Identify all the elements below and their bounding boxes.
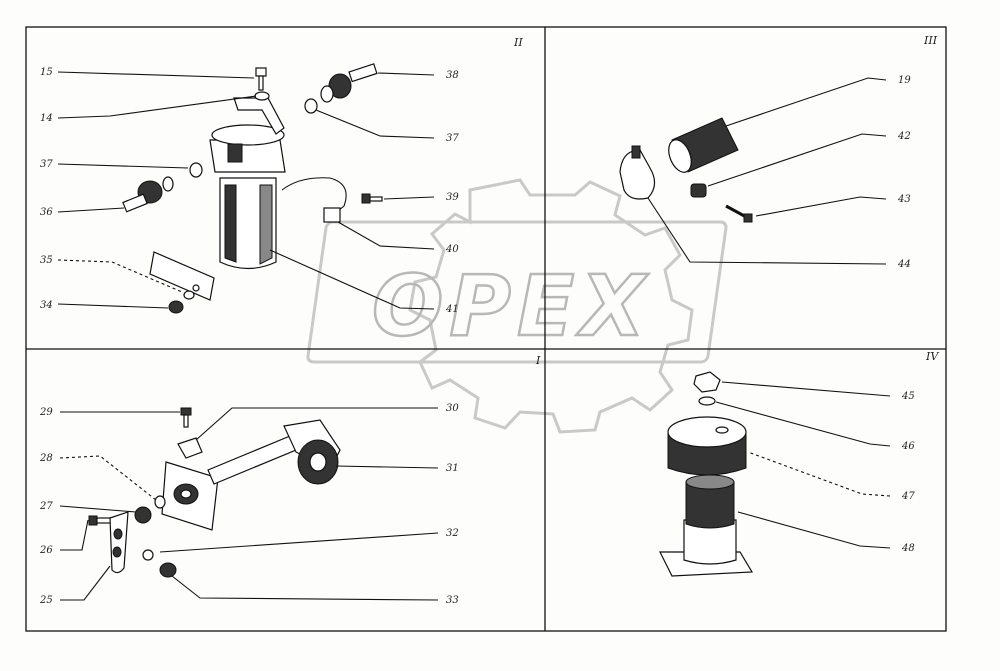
label-34: 34 bbox=[40, 300, 53, 311]
washer-32 bbox=[142, 549, 154, 561]
nut-33 bbox=[159, 562, 177, 578]
element-47 bbox=[667, 416, 747, 476]
outer-frame bbox=[25, 26, 947, 632]
ring-37a bbox=[189, 162, 203, 178]
watermark-text: OPEX bbox=[372, 257, 651, 355]
bolt-26 bbox=[88, 515, 112, 526]
label-31: 31 bbox=[446, 463, 459, 474]
label-29: 29 bbox=[39, 407, 53, 418]
labels-panel-i: 29 28 27 26 25 30 31 32 33 bbox=[39, 403, 459, 606]
filter-bowl-shade bbox=[224, 184, 237, 263]
label-45: 45 bbox=[901, 391, 915, 402]
bracket-30 bbox=[177, 437, 203, 459]
panel-title-bottom-left: I bbox=[535, 354, 541, 367]
plug-42 bbox=[690, 183, 707, 198]
label-36: 36 bbox=[40, 207, 53, 218]
watermark-gear bbox=[408, 178, 694, 434]
washer-46 bbox=[698, 396, 716, 406]
label-47: 47 bbox=[901, 491, 915, 502]
element-48 bbox=[659, 474, 754, 577]
watermark-frame bbox=[306, 220, 728, 364]
fitting-36 bbox=[122, 176, 174, 213]
label-27: 27 bbox=[39, 501, 53, 512]
label-48: 48 bbox=[901, 543, 915, 554]
label-15: 15 bbox=[40, 67, 53, 78]
sleeve-19 bbox=[668, 117, 739, 173]
label-14: 14 bbox=[40, 113, 53, 124]
leaders-panel-iv bbox=[715, 381, 891, 549]
leaders-panel-ii bbox=[57, 71, 435, 310]
labels-panel-iii: 19 42 43 44 bbox=[897, 75, 911, 270]
panel-frames bbox=[25, 26, 947, 632]
label-42: 42 bbox=[897, 131, 911, 142]
leaders-panel-iii bbox=[647, 77, 887, 265]
label-40: 40 bbox=[445, 244, 459, 255]
labels-panel-ii: 15 14 37 36 35 34 38 37 39 40 41 bbox=[40, 67, 459, 315]
label-26: 26 bbox=[39, 545, 53, 556]
strip-hole bbox=[192, 284, 200, 292]
label-46: 46 bbox=[901, 441, 915, 452]
panel-title-bottom-right: IV bbox=[925, 350, 939, 363]
filter-bowl-shade2 bbox=[259, 184, 273, 265]
label-43: 43 bbox=[897, 194, 911, 205]
label-28: 28 bbox=[39, 453, 53, 464]
label-37b: 37 bbox=[446, 133, 459, 144]
screw-29 bbox=[180, 407, 192, 428]
label-32: 32 bbox=[446, 528, 459, 539]
label-25: 25 bbox=[39, 595, 53, 606]
screw-39 bbox=[361, 193, 383, 204]
label-33: 33 bbox=[446, 595, 459, 606]
ring-37b bbox=[304, 98, 318, 114]
washer-14 bbox=[254, 91, 270, 101]
label-35a: 35 bbox=[40, 255, 53, 266]
panel-title-top-left: II bbox=[513, 36, 523, 49]
nut-34 bbox=[168, 300, 184, 314]
nut-27 bbox=[134, 506, 152, 524]
opex-watermark: OPEX bbox=[306, 178, 728, 434]
label-39: 39 bbox=[446, 192, 459, 203]
label-44: 44 bbox=[897, 259, 911, 270]
panel-title-top-right: III bbox=[923, 34, 938, 47]
filter-head-top bbox=[211, 124, 285, 146]
pump-plate bbox=[161, 461, 219, 531]
pipe-clamp bbox=[323, 207, 341, 223]
nut-45 bbox=[693, 371, 721, 393]
bolt-15 bbox=[255, 67, 267, 91]
bracket-strip bbox=[149, 251, 215, 301]
leaders-panel-i bbox=[59, 407, 439, 601]
shaft-31 bbox=[207, 419, 341, 485]
label-37a: 37 bbox=[40, 159, 53, 170]
bolt-43 bbox=[725, 204, 753, 223]
filter-assembly bbox=[149, 97, 347, 301]
label-38: 38 bbox=[446, 70, 459, 81]
filter-head-port bbox=[227, 143, 243, 163]
label-19: 19 bbox=[898, 75, 911, 86]
label-30: 30 bbox=[446, 403, 459, 414]
washer-35 bbox=[183, 290, 195, 300]
labels-panel-iv: 45 46 47 48 bbox=[901, 391, 915, 554]
fitting-38 bbox=[320, 63, 378, 103]
label-41: 41 bbox=[445, 304, 459, 315]
washer-28 bbox=[154, 495, 166, 509]
lever-25 bbox=[109, 511, 129, 574]
clamp-44 bbox=[619, 145, 656, 200]
filter-pipe bbox=[281, 177, 347, 215]
